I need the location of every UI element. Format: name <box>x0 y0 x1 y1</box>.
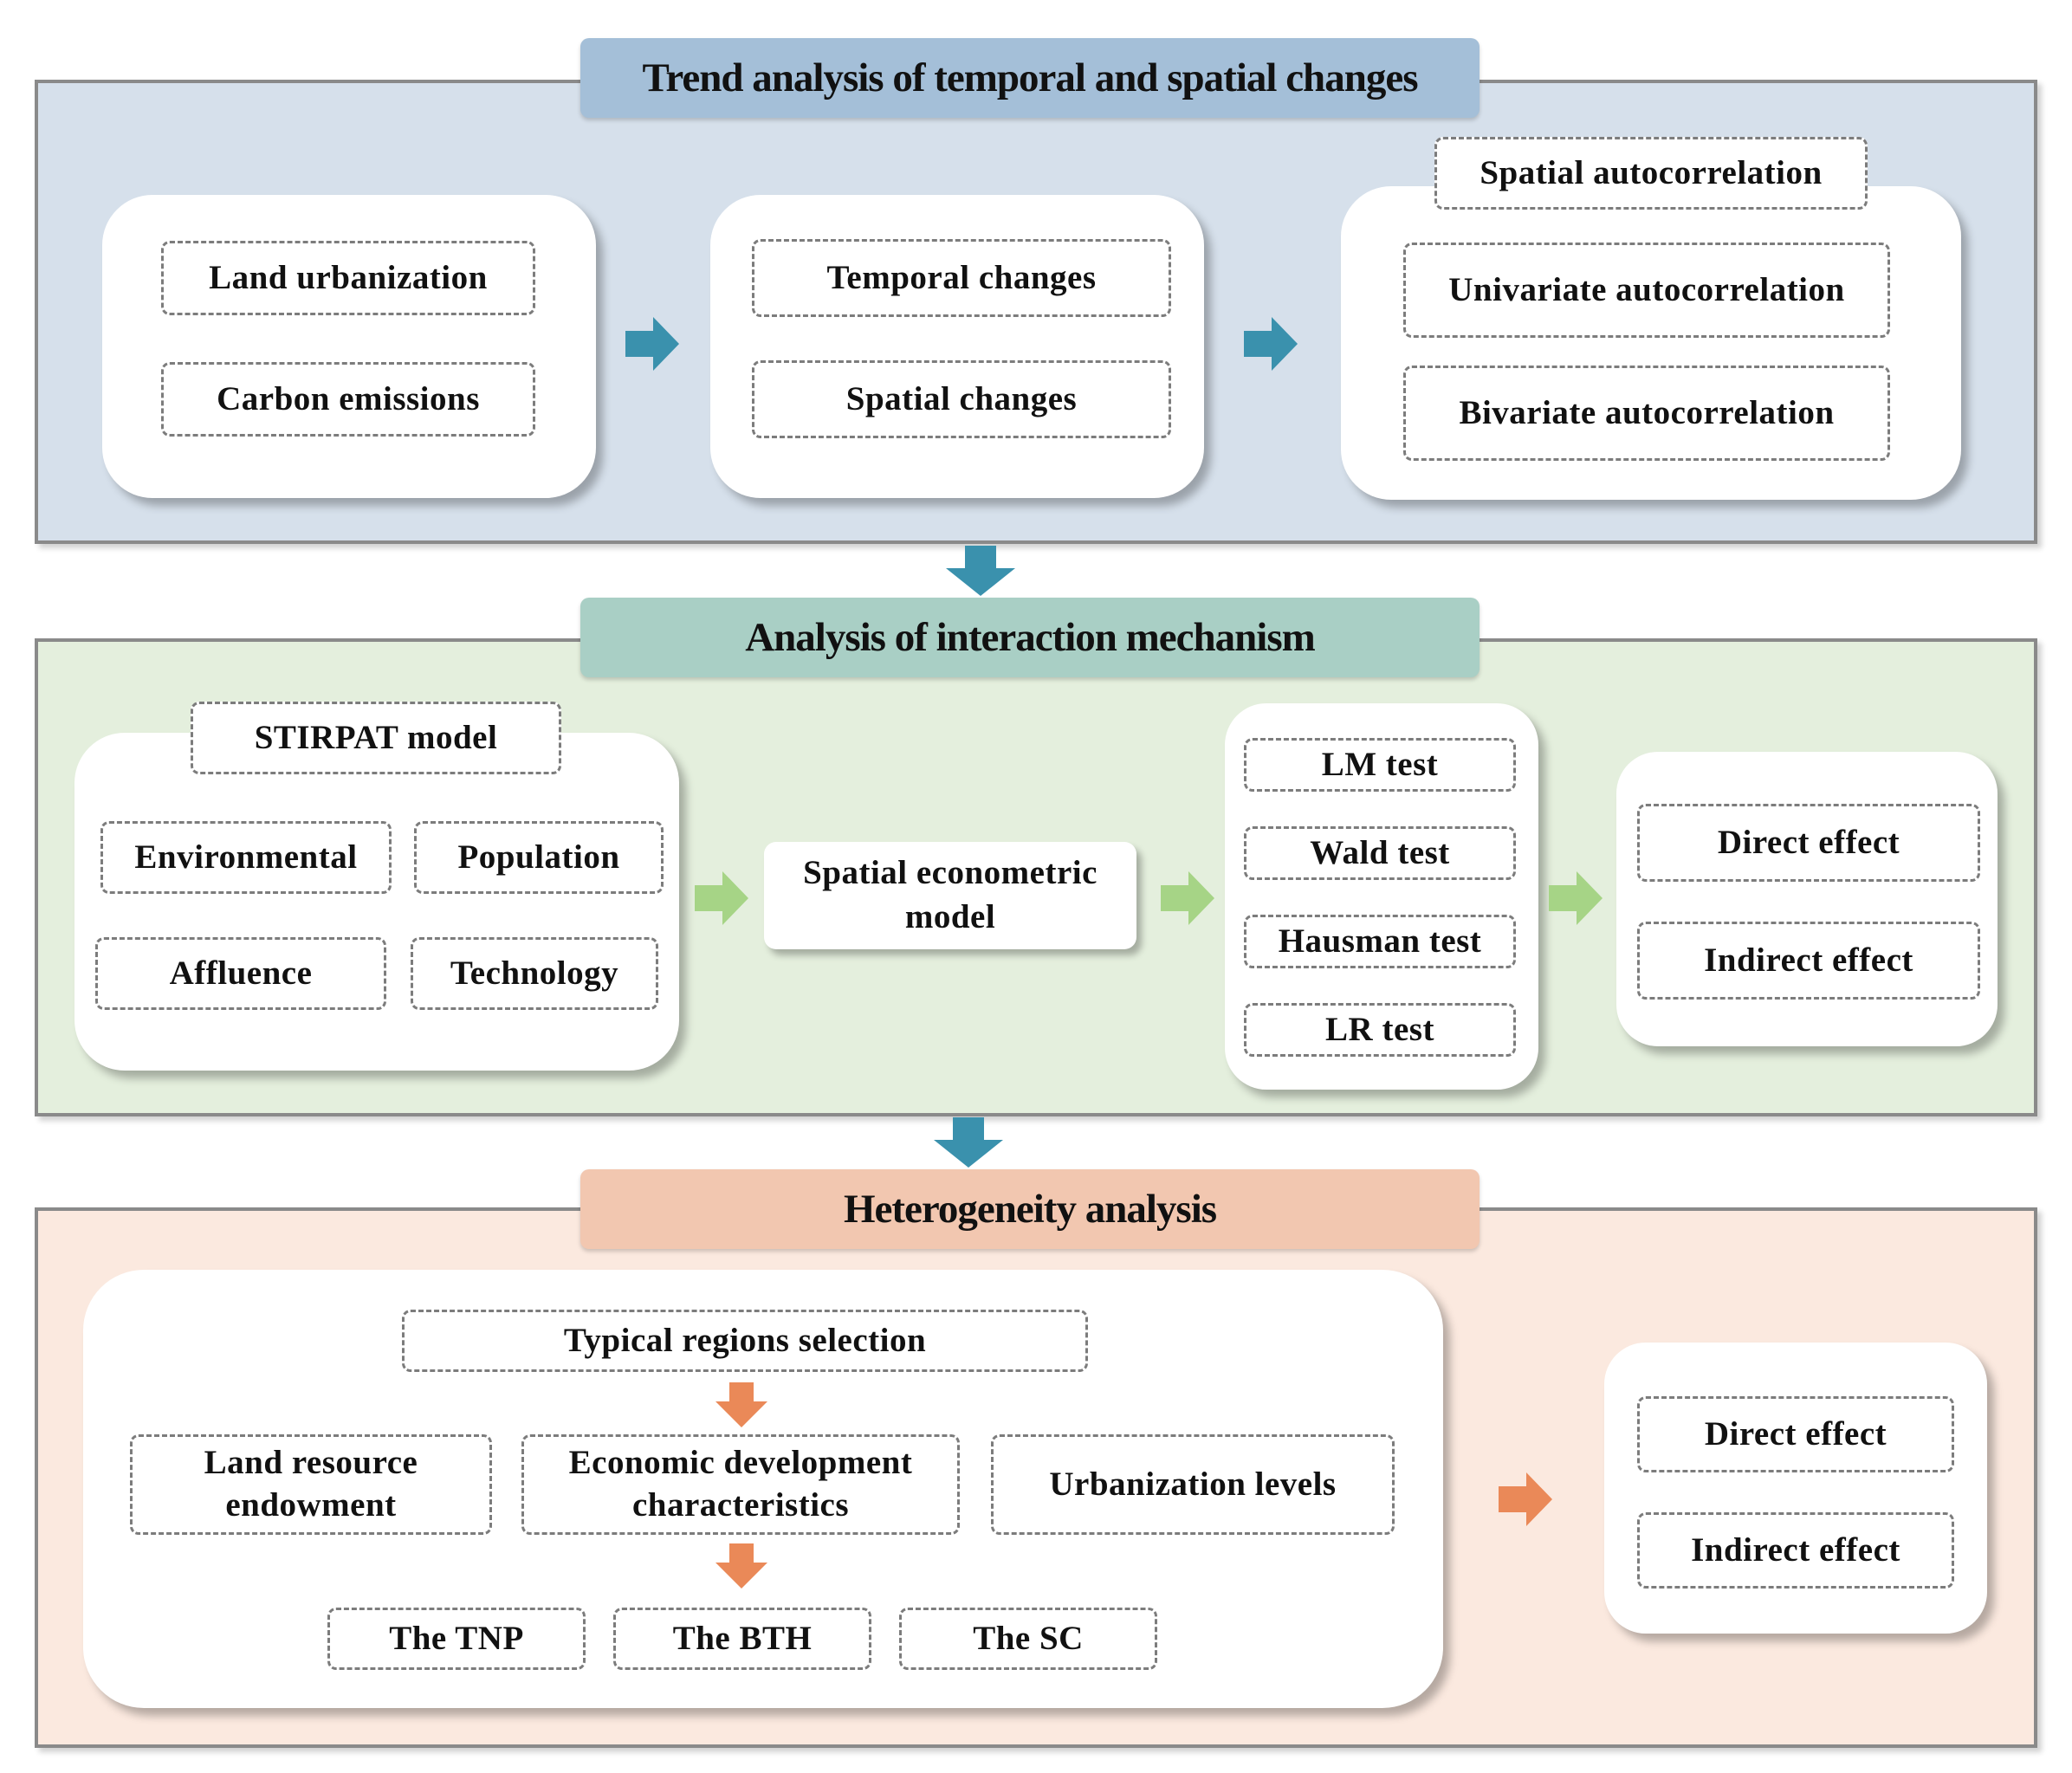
stirpat-model-box: STIRPAT model <box>191 702 561 774</box>
stirpat-card <box>74 733 679 1071</box>
spatial-autocorrelation-box: Spatial autocorrelation <box>1434 137 1868 210</box>
region-bth-box: The BTH <box>613 1608 871 1670</box>
lm-test-box: LM test <box>1244 738 1516 792</box>
bivariate-autocorrelation-box: Bivariate autocorrelation <box>1403 366 1890 461</box>
right-arrow-icon <box>695 871 748 925</box>
land-urbanization-box: Land urbanization <box>161 241 535 315</box>
lr-test-box: LR test <box>1244 1003 1516 1057</box>
population-box: Population <box>414 821 664 894</box>
spatial-econometric-model-box: Spatial econometric model <box>764 842 1136 949</box>
wald-test-box: Wald test <box>1244 826 1516 880</box>
hausman-test-box: Hausman test <box>1244 915 1516 968</box>
economic-development-characteristics-box: Economic development characteristics <box>521 1434 960 1535</box>
region-tnp-box: The TNP <box>327 1608 586 1670</box>
indirect-effect-box: Indirect effect <box>1637 922 1980 1000</box>
right-arrow-icon <box>1549 871 1603 925</box>
effects-card-heterogeneity <box>1604 1343 1987 1634</box>
effects-card-interaction <box>1616 752 1998 1046</box>
univariate-autocorrelation-box: Univariate autocorrelation <box>1403 243 1890 338</box>
urbanization-levels-box: Urbanization levels <box>991 1434 1395 1535</box>
down-arrow-icon <box>715 1543 767 1589</box>
temporal-changes-box: Temporal changes <box>752 239 1171 317</box>
affluence-box: Affluence <box>95 937 386 1010</box>
carbon-emissions-box: Carbon emissions <box>161 362 535 437</box>
right-arrow-icon <box>1499 1472 1552 1526</box>
down-arrow-icon <box>946 546 1015 596</box>
land-resource-endowment-box: Land resource endowment <box>130 1434 492 1535</box>
section-title-heterogeneity-analysis: Heterogeneity analysis <box>580 1169 1480 1249</box>
environmental-box: Environmental <box>100 821 392 894</box>
region-sc-box: The SC <box>899 1608 1157 1670</box>
direct-effect-box: Direct effect <box>1637 804 1980 882</box>
down-arrow-icon <box>715 1382 767 1427</box>
section-title-trend-analysis: Trend analysis of temporal and spatial c… <box>580 38 1480 118</box>
right-arrow-icon <box>1244 317 1298 371</box>
section-title-interaction-mechanism: Analysis of interaction mechanism <box>580 598 1480 677</box>
technology-box: Technology <box>411 937 658 1010</box>
right-arrow-icon <box>1161 871 1214 925</box>
spatial-changes-box: Spatial changes <box>752 360 1171 438</box>
direct-effect-box: Direct effect <box>1637 1396 1954 1472</box>
right-arrow-icon <box>625 317 679 371</box>
indirect-effect-box: Indirect effect <box>1637 1512 1954 1589</box>
typical-regions-selection-box: Typical regions selection <box>402 1310 1088 1372</box>
down-arrow-icon <box>934 1117 1003 1168</box>
